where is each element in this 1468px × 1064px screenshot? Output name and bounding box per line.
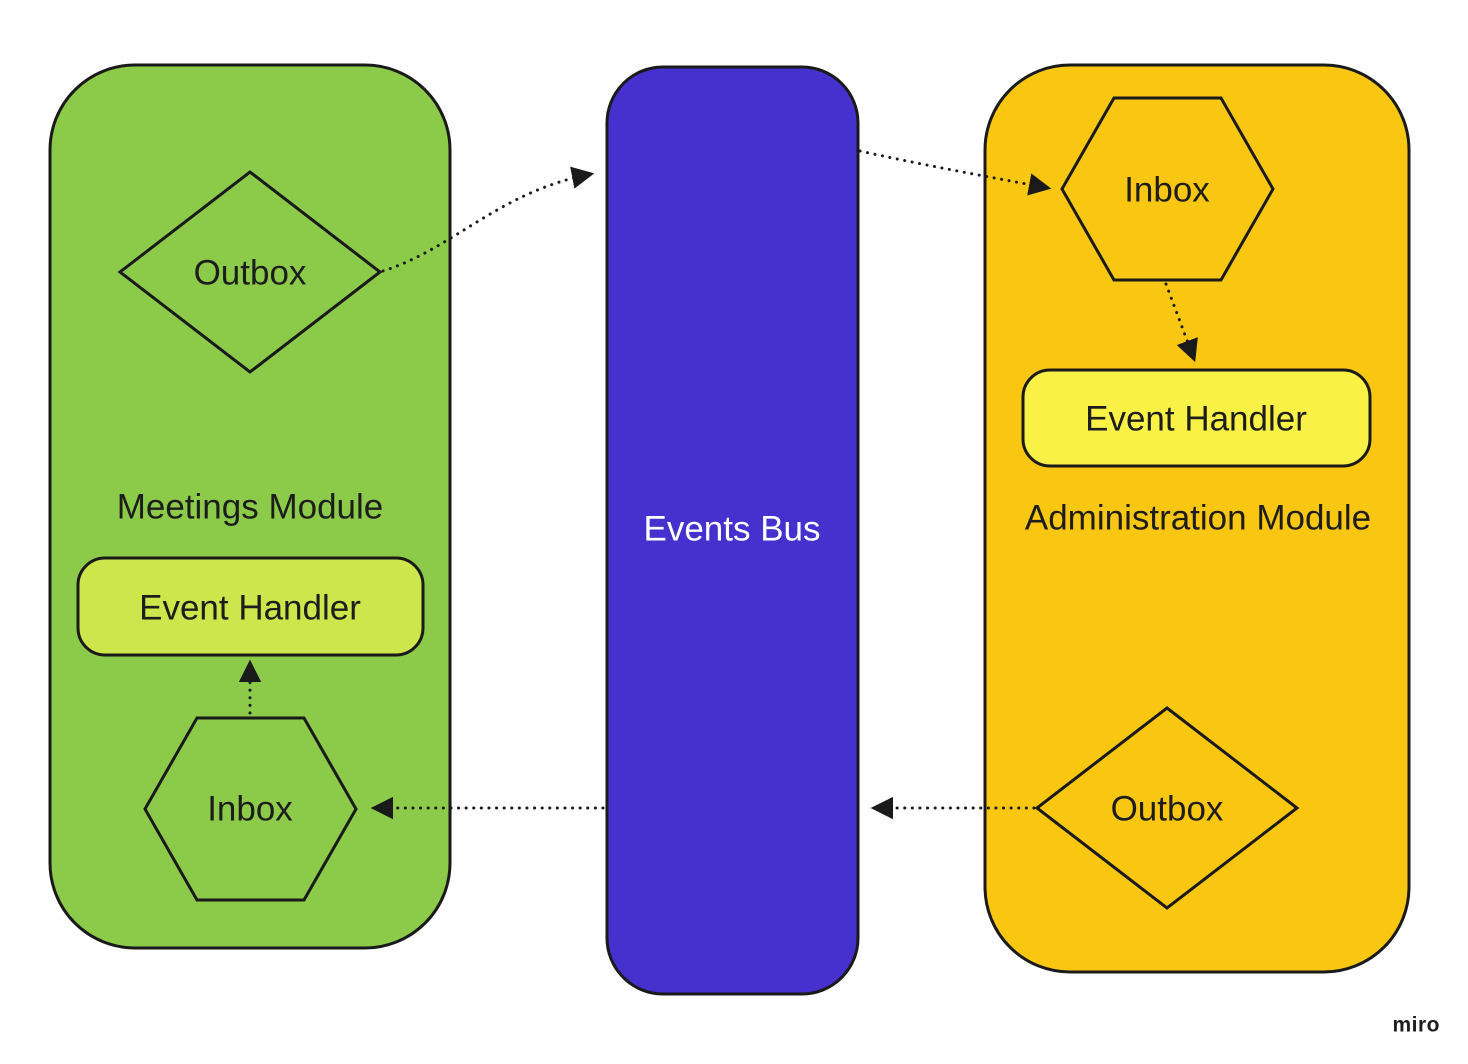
events-bus-title: Events Bus: [643, 510, 820, 549]
meetings-outbox-diamond[interactable]: [117, 170, 383, 374]
administration-outbox-diamond[interactable]: [1034, 706, 1300, 910]
administration-module-title: Administration Module: [1025, 499, 1371, 538]
arrow-meetings-outbox-to-bus[interactable]: [381, 166, 595, 273]
administration-outbox-label: Outbox: [1111, 790, 1224, 829]
administration-module-container[interactable]: [983, 63, 1411, 974]
meetings-inbox-hexagon[interactable]: [143, 716, 358, 902]
administration-event-handler-label: Event Handler: [1085, 400, 1307, 439]
events-bus-container[interactable]: [605, 65, 860, 996]
meetings-inbox-label: Inbox: [207, 790, 293, 829]
arrow-bus-to-administration-inbox[interactable]: [858, 149, 1052, 196]
miro-watermark: miro: [1392, 1014, 1440, 1037]
meetings-outbox-label: Outbox: [194, 254, 307, 293]
administration-event-handler-box[interactable]: [1021, 368, 1372, 468]
meetings-event-handler-box[interactable]: [76, 556, 425, 657]
meetings-module-title: Meetings Module: [117, 488, 384, 527]
administration-inbox-label: Inbox: [1124, 171, 1210, 210]
meetings-event-handler-label: Event Handler: [139, 589, 361, 628]
administration-inbox-hexagon[interactable]: [1060, 96, 1275, 282]
